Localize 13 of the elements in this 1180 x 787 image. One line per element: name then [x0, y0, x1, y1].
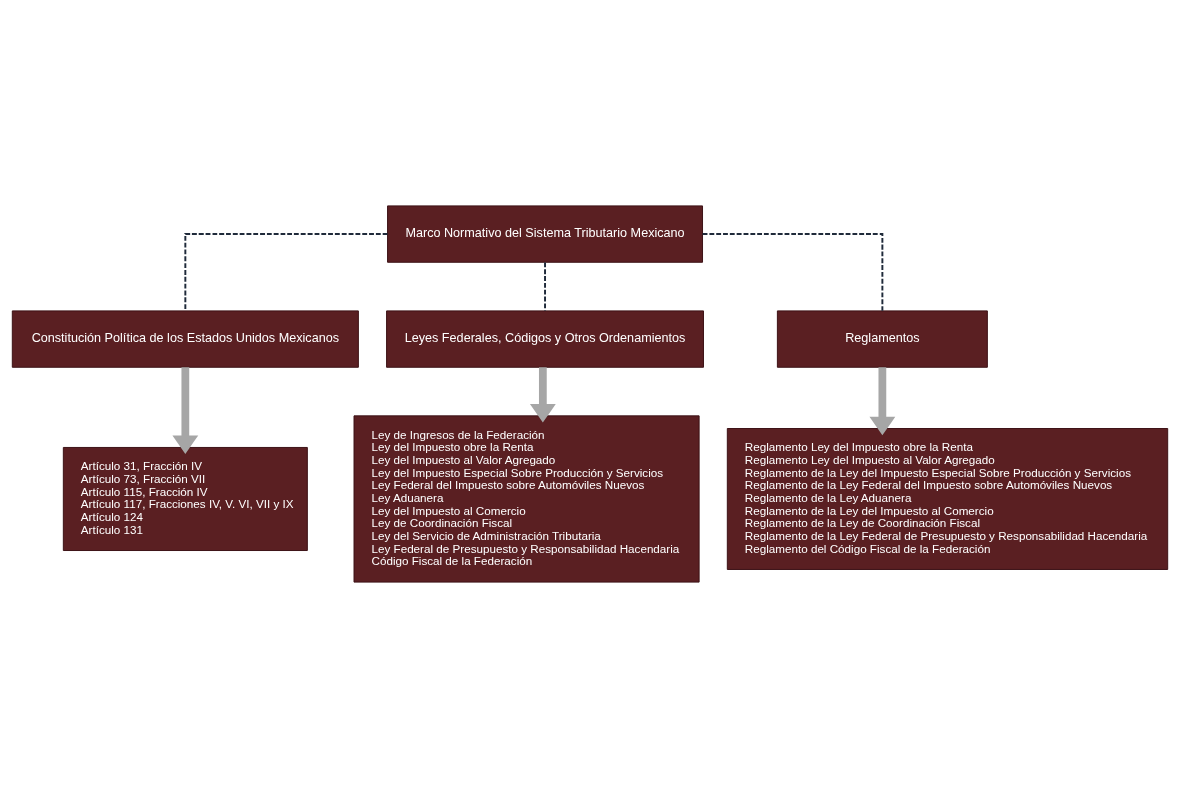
node-box: Marco Normativo del Sistema Tributario Mexicano: [387, 204, 703, 263]
node-box: Reglamentos: [776, 309, 988, 368]
node-box: Leyes Federales, Códigos y Otros Ordenamientos: [386, 309, 704, 368]
connector: [544, 261, 546, 312]
connector: [184, 232, 389, 312]
node-box: Reglamento Ley del Impuesto obre la Renta Reglamento Ley del Impuesto al Valor Agregado Reglamento de la Ley del Impuesto Especial Sobre Producción y Servicios Reglamento de la Ley Federal del Impuesto sobre Automóviles Nuevos Reglamento de la Ley Aduanera Reglamento de la Ley del Impuesto al Comercio Reglamento de la Ley de Coordinación Fiscal Reglamento de la Ley Federal de Presupuesto y Responsabilidad Hacendaria Reglamento del Código Fiscal de la Federación: [726, 427, 1169, 570]
node-box: Ley de Ingresos de la Federación Ley del Impuesto obre la Renta Ley del Impuesto al Valor Agregado Ley del Impuesto Especial Sobre Producción y Servicios Ley Federal del Impuesto sobre Automóviles Nuevos Ley Aduanera Ley del Impuesto al Comercio Ley de Coordinación Fiscal Ley del Servicio de Administración Tributaria Ley Federal de Presupuesto y Responsabilidad Hacendaria Código Fiscal de la Federación: [353, 414, 700, 583]
arrow: [869, 366, 896, 435]
arrow: [529, 366, 556, 423]
arrow: [172, 366, 199, 454]
connector: [701, 232, 884, 312]
node-box: Constitución Política de los Estados Unidos Mexicanos: [11, 309, 359, 368]
node-box: Artículo 31, Fracción IV Artículo 73, Fracción VII Artículo 115, Fracción IV Artículo 117, Fracciones IV, V. VI, VII y IX Artículo 124 Artículo 131: [62, 446, 308, 551]
